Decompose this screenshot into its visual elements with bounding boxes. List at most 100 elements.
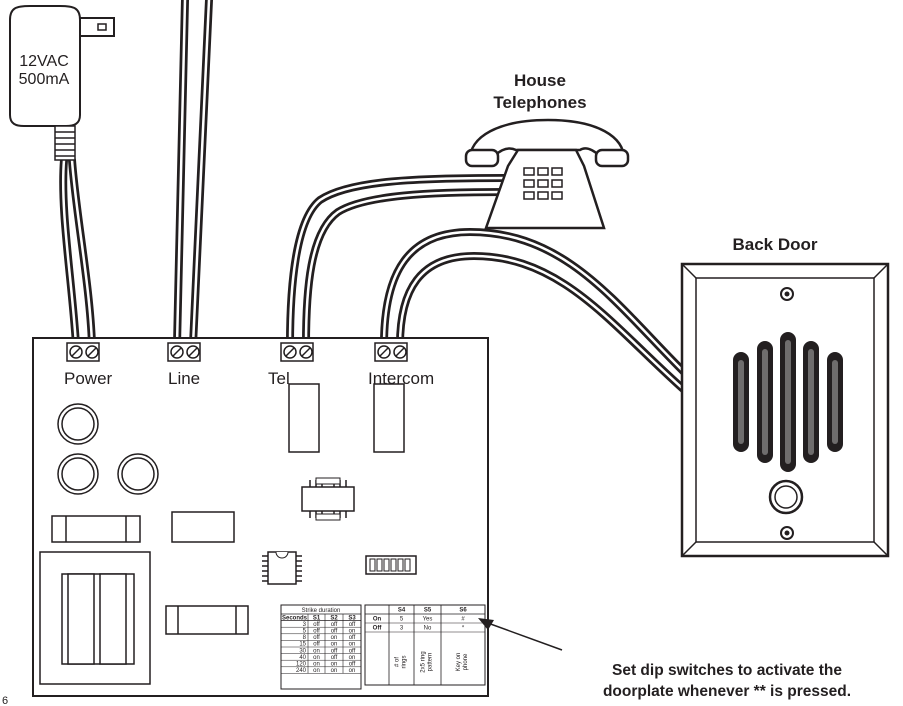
door-plate [680,262,890,558]
switch-table-description: pattern [428,653,434,672]
strike-table-cell: 15 [299,642,306,648]
strike-table-cell: on [313,648,320,654]
speaker-grille-icon [733,332,843,472]
capacitor-icon [117,453,159,495]
adapter-cord-relief [54,125,76,161]
relay-block [171,511,235,543]
strike-table-cell: on [349,629,356,635]
intercom-wire [380,227,694,399]
capacitor-icon [57,403,99,445]
strike-table-cell: off [313,622,320,628]
adapter-current-label: 500mA [19,71,70,88]
dip-switch-icon [365,555,417,575]
adapter-voltage-label: 12VAC [19,53,69,70]
switch-table-cell: Off [373,626,383,632]
power-adapter: 12VAC 500mA [9,5,115,161]
intercom-terminal-block [374,342,408,362]
switch-table-description: 2x5 ring [421,651,427,672]
line-terminal-block [167,342,201,362]
strike-table-header: Seconds [282,616,308,622]
switch-table-header: S6 [459,608,467,614]
strike-table-cell: on [331,635,338,641]
callout-arrow [478,618,563,651]
small-transformer-icon [301,477,355,521]
house-telephones-label-line2: Telephones [493,93,586,112]
strike-table-cell: 240 [296,668,307,674]
tel-terminal-block [280,342,314,362]
fuse-icon [51,515,141,543]
switch-table-cell: * [462,626,465,632]
power-wire [59,156,96,349]
keypad [523,167,563,200]
switch-table-cell: No [424,626,432,632]
strike-table-header: S3 [348,616,356,622]
strike-table-cell: off [349,662,356,668]
switch-table-cell: On [373,617,382,623]
strike-table-cell: on [349,642,356,648]
circuit-board: Power Line Tel Intercom [32,337,489,697]
line-wire [173,0,213,349]
switch-table-header: S5 [424,608,432,614]
strike-table-cell: off [313,642,320,648]
power-terminal-label: Power [64,369,113,388]
strike-table-cell: 120 [296,662,307,668]
strike-table-cell: on [349,655,356,661]
switch-table-description: phone [463,653,469,670]
switch-table-description: rings [402,655,408,668]
strike-table-cell: on [313,655,320,661]
strike-table-cell: off [349,648,356,654]
strike-table-cell: on [331,662,338,668]
relay-intercom [373,383,405,453]
strike-table-cell: off [349,635,356,641]
page-number: 6 [2,695,8,706]
dip-switch-note-line1: Set dip switches to activate the [612,662,842,679]
switch-table-cell: # [461,617,465,623]
switch-table-cell: 3 [400,626,404,632]
switch-table-cell: 5 [400,617,404,623]
strike-table-cell: 8 [303,635,307,641]
strike-table-cell: 30 [299,648,306,654]
strike-table-cell: off [349,622,356,628]
dip-switch-note-line2: doorplate whenever ** is pressed. [603,683,851,700]
strike-table-cell: off [331,648,338,654]
strike-table-cell: on [313,668,320,674]
strike-table-cell: 3 [303,622,307,628]
transformer-icon [39,551,151,685]
strike-table-header: S1 [313,616,321,622]
strike-table-cell: 40 [299,655,306,661]
ic-chip-icon [262,551,302,585]
switch-table-header: S4 [398,608,406,614]
screw-icon [780,526,794,540]
strike-table-cell: 5 [303,629,307,635]
strike-table-cell: on [331,668,338,674]
strike-table-cell: off [313,629,320,635]
telephone-wire [286,174,509,349]
fuse-icon [165,605,249,635]
strike-table-cell: on [313,662,320,668]
telephone-icon [464,118,630,230]
strike-table-header: S2 [330,616,338,622]
capacitor-icon [57,453,99,495]
screw-icon [780,287,794,301]
strike-table-cell: on [331,642,338,648]
wires [59,0,694,399]
relay-tel [288,383,320,453]
strike-table-cell: off [331,622,338,628]
speaker-grille-holes [738,340,838,464]
strike-table-cell: off [331,655,338,661]
switch-table-description: # of [395,657,401,667]
line-terminal-label: Line [168,369,200,388]
doorbell-button-icon [768,479,804,515]
house-telephones-label-line1: House [514,71,566,90]
strike-table-cell: off [313,635,320,641]
switch-table-cell: Yes [423,617,433,623]
tel-terminal-label: Tel [268,369,290,388]
strike-table-cell: on [349,668,356,674]
back-door-label: Back Door [732,235,817,254]
power-terminal-block [66,342,100,362]
strike-table-cell: off [331,629,338,635]
switch-table-description: Key on [456,653,462,672]
